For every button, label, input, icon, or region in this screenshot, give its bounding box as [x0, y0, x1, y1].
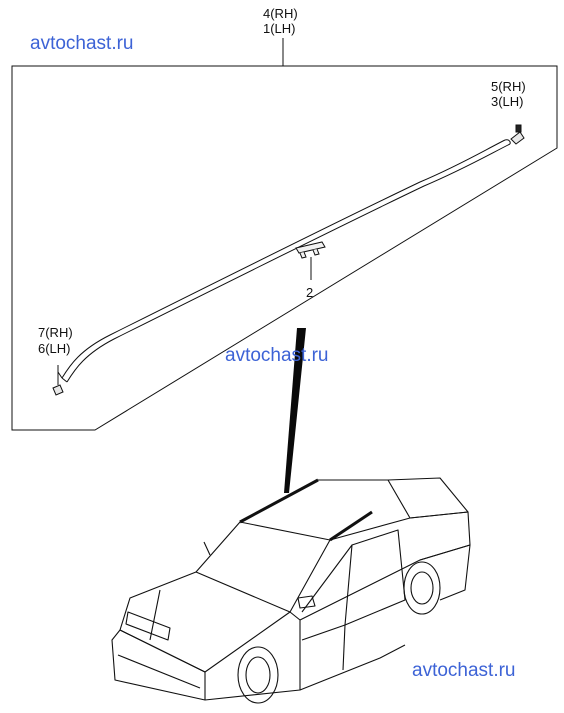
watermark-top: avtochast.ru [30, 33, 134, 54]
car-outline [111, 477, 471, 704]
roof-molding [57, 139, 511, 383]
callout-main-molding-lh: 1(LH) [263, 21, 296, 36]
callout-rear-cap-lh: 3(LH) [491, 94, 524, 109]
rear-end-cap [510, 124, 525, 145]
callout-rear-cap-rh: 5(RH) [491, 79, 526, 94]
detail-frame [11, 65, 558, 431]
front-end-cap [52, 365, 64, 396]
watermark-bottom: avtochast.ru [412, 660, 516, 681]
callout-front-cap-rh: 7(RH) [38, 325, 73, 340]
callout-main-molding-rh: 4(RH) [263, 6, 298, 21]
callout-clip: 2 [306, 285, 314, 300]
clip-part [295, 241, 326, 259]
pointer-wedge [284, 328, 306, 493]
callout-front-cap-lh: 6(LH) [38, 341, 71, 356]
watermark-middle: avtochast.ru [225, 345, 329, 366]
